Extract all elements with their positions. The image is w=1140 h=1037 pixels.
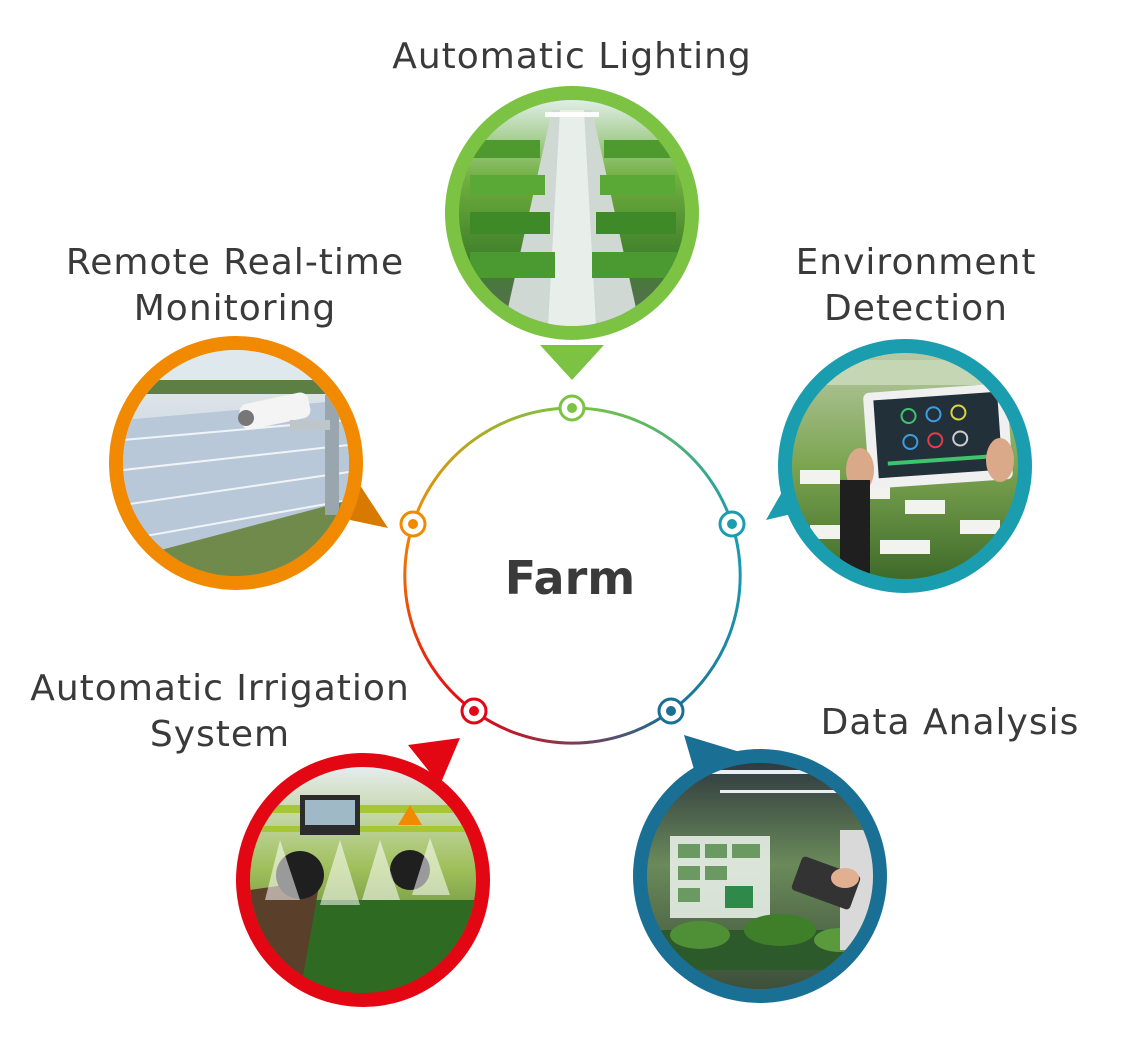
- monitoring-bubble: [109, 336, 388, 590]
- node-irrigation: [460, 697, 488, 725]
- label-automatic-irrigation: Automatic Irrigation System: [10, 666, 430, 758]
- label-line: Automatic Irrigation: [30, 668, 410, 709]
- node-data: [657, 697, 685, 725]
- label-line: System: [149, 714, 291, 755]
- node-environment: [718, 510, 746, 538]
- tablet-hydroponics-photo: [792, 353, 1018, 579]
- irrigation-bubble: [236, 738, 490, 1007]
- node-monitoring: [399, 510, 427, 538]
- lighting-bubble: [445, 86, 699, 380]
- central-ring: [403, 406, 742, 745]
- vertical-farm-photo: [459, 100, 685, 326]
- label-line: Remote Real-time: [65, 242, 405, 283]
- label-line: Data Analysis: [820, 702, 1080, 743]
- label-line: Detection: [824, 288, 1008, 329]
- label-data-analysis: Data Analysis: [800, 700, 1100, 746]
- center-title: Farm: [504, 551, 636, 605]
- environment-bubble: [766, 339, 1032, 593]
- sprayer-tractor-photo: [250, 767, 476, 993]
- label-line: Monitoring: [133, 288, 337, 329]
- data-bubble: [633, 735, 887, 1003]
- node-lighting: [558, 394, 586, 422]
- solar-camera-photo: [123, 350, 349, 576]
- label-line: Automatic Lighting: [392, 36, 752, 77]
- label-remote-monitoring: Remote Real-time Monitoring: [40, 240, 430, 332]
- label-environment-detection: Environment Detection: [766, 240, 1066, 332]
- label-line: Environment: [795, 242, 1037, 283]
- label-automatic-lighting: Automatic Lighting: [372, 34, 772, 80]
